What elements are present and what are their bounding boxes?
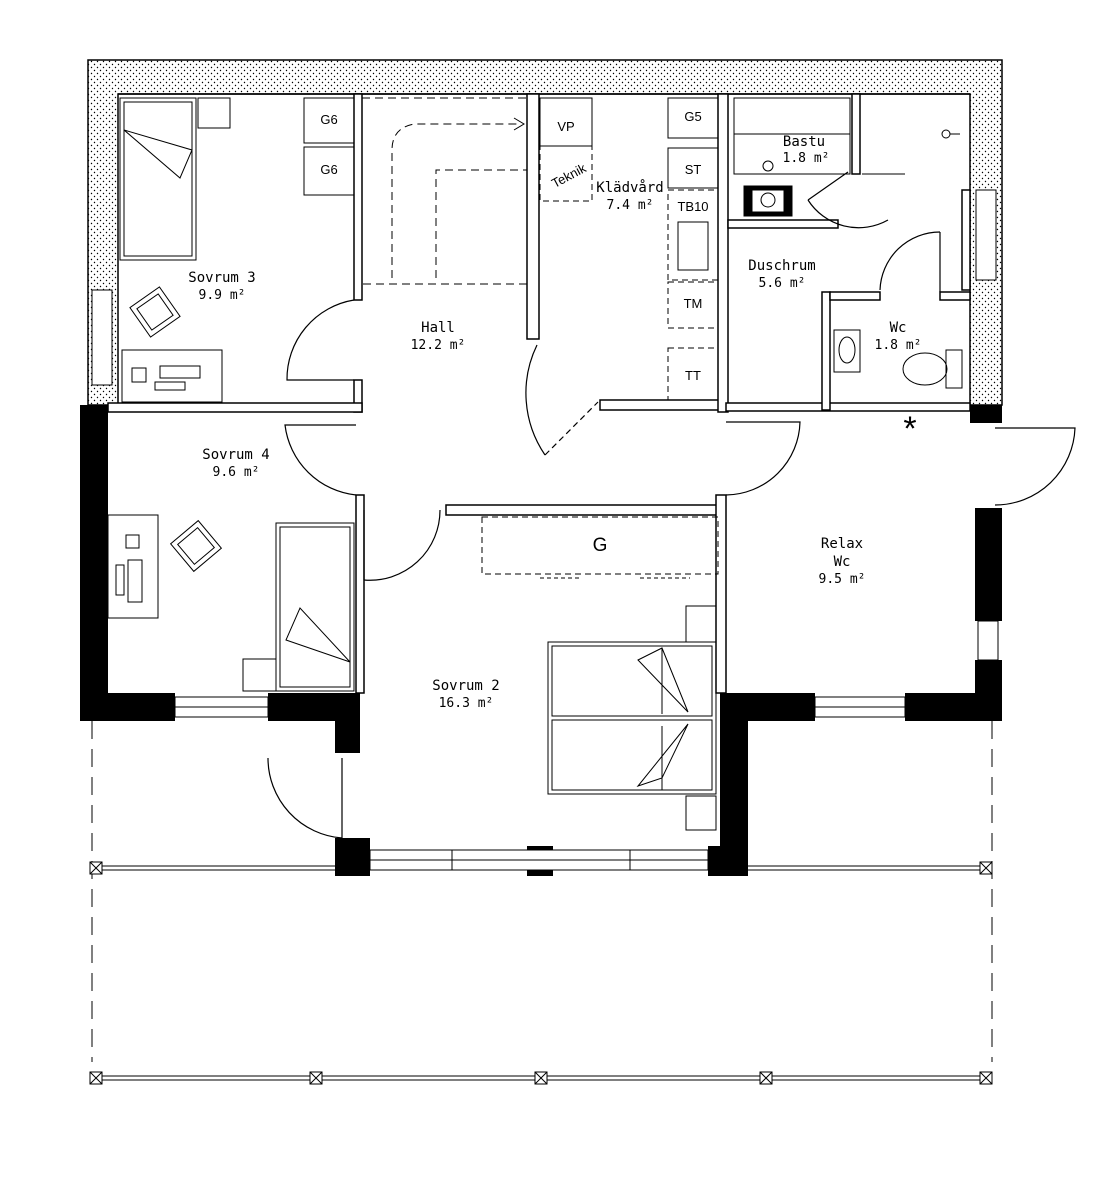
bed-sovrum4 [275, 522, 355, 692]
room-area-sovrum4: 9.6 m² [213, 465, 260, 480]
nightstand [685, 605, 717, 643]
chair-sovrum3 [129, 286, 181, 338]
fixture-st: ST [685, 162, 702, 177]
furniture [107, 97, 963, 831]
windows [91, 189, 999, 871]
room-name-bastu: Bastu [783, 134, 825, 150]
room-name-kladvard: Klädvård [596, 179, 663, 196]
nightstand [197, 97, 231, 129]
bed-sovrum2 [547, 641, 717, 795]
hall-closet [361, 97, 528, 285]
room-name-sovrum2: Sovrum 2 [432, 678, 499, 694]
desk-sovrum3 [121, 349, 223, 403]
interior-walls [107, 93, 971, 694]
marker-asterisk: * [903, 410, 916, 448]
room-name-sovrum3: Sovrum 3 [188, 270, 255, 286]
room-name-duschrum: Duschrum [748, 258, 815, 274]
room-name-sovrum4: Sovrum 4 [202, 447, 269, 463]
room-area-relax: 9.5 m² [819, 572, 866, 587]
fixture-vp: VP [557, 119, 574, 134]
room-name-wc: Wc [890, 320, 907, 336]
room-name-hall: Hall [421, 320, 455, 336]
post-markers [89, 861, 993, 1085]
nightstand [242, 658, 277, 692]
room-area-duschrum: 5.6 m² [759, 276, 806, 291]
fixture-tm: TM [684, 296, 703, 311]
room-area-sovrum2: 16.3 m² [439, 696, 494, 711]
fixture-tt: TT [685, 368, 701, 383]
exterior-wall-insulated [87, 59, 1003, 406]
room-area-hall: 12.2 m² [411, 338, 466, 353]
room-area-kladvard: 7.4 m² [607, 198, 654, 213]
room-name-relax: Relax [821, 536, 863, 552]
room-area-wc: 1.8 m² [875, 338, 922, 353]
wardrobe-g [481, 516, 719, 575]
terrace-outline [89, 721, 993, 1085]
fixture-teknik: Teknik [549, 160, 589, 191]
room-area-sovrum3: 9.9 m² [199, 288, 246, 303]
fixture-g6-top: G6 [320, 112, 337, 127]
chair-sovrum4 [169, 519, 223, 573]
fixture-tb10: TB10 [677, 199, 708, 214]
exterior-wall-solid [80, 405, 1002, 876]
room-area-bastu: 1.8 m² [783, 151, 830, 166]
bed-sovrum3 [119, 97, 197, 261]
nightstand [685, 795, 717, 831]
fixture-g5: G5 [684, 109, 701, 124]
fixture-g6-bottom: G6 [320, 162, 337, 177]
fixture-g: G [593, 535, 608, 556]
doors [267, 171, 1076, 839]
desk-sovrum4 [107, 514, 159, 619]
room-labels: Sovrum 3 9.9 m² Sovrum 4 9.6 m² Hall 12.… [188, 134, 921, 711]
room-sub-relax: Wc [834, 554, 851, 570]
